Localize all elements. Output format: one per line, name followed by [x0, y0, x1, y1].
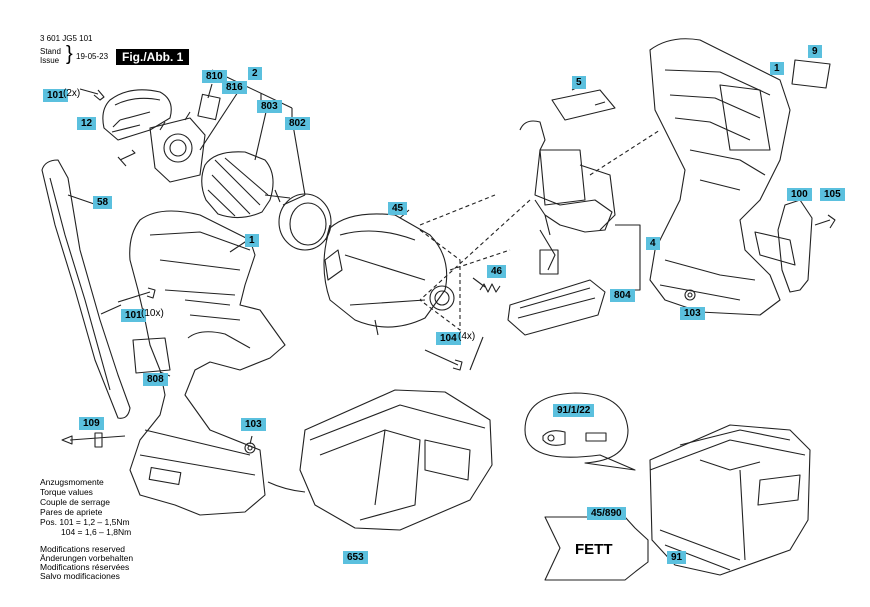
housing-right-1 [649, 38, 791, 316]
callout-653: 653 [343, 551, 368, 564]
callout-5: 5 [572, 76, 586, 89]
callout-808: 808 [143, 373, 168, 386]
mod-note-2: Änderungen vorbehalten [40, 553, 134, 563]
issue-date: 19-05-23 [76, 52, 109, 61]
label-9 [791, 59, 831, 89]
ring-802 [278, 193, 332, 251]
callout-91: 91 [667, 551, 687, 564]
callout-91-1-22: 91/1/22 [553, 404, 595, 417]
callout-2: 2 [248, 67, 262, 80]
belt-clip-100 [777, 199, 813, 293]
callout-4: 4 [646, 237, 660, 250]
callout-100: 100 [787, 188, 812, 201]
torque-note-3: Couple de serrage [40, 497, 110, 507]
torque-note-1: Anzugsmomente [40, 477, 104, 487]
callout-58: 58 [93, 196, 113, 209]
mod-note-1: Modifications reserved [40, 544, 126, 554]
torque-note-4: Pares de apriete [40, 507, 103, 517]
rotor-803 [201, 151, 274, 219]
callout-104-qty: (4x) [458, 331, 476, 342]
screw-105 [814, 214, 836, 229]
battery-91 [649, 424, 811, 576]
callout-802: 802 [285, 117, 310, 130]
callout-101-lower: 101 [121, 309, 146, 322]
housing-left-1 [129, 210, 286, 516]
screw-101-lower [117, 287, 156, 303]
cover-12 [102, 89, 172, 141]
brace: } [66, 43, 73, 65]
callout-803: 803 [257, 100, 282, 113]
leader-803 [254, 111, 267, 161]
bit-109 [61, 432, 126, 448]
screw-104 [424, 349, 463, 371]
torque-note-pos-104: 104 = 1,6 – 1,8Nm [61, 527, 132, 537]
callout-46: 46 [487, 265, 507, 278]
figure-label: Fig./Abb. 1 [116, 49, 190, 65]
callout-103-right: 103 [680, 307, 705, 320]
screw-101-top [79, 88, 105, 101]
callout-804: 804 [610, 289, 635, 302]
grease-tube [544, 516, 649, 581]
callout-101-lower-qty: (10x) [141, 308, 164, 319]
callout-1-right: 1 [770, 62, 784, 75]
callout-103-left: 103 [241, 418, 266, 431]
torque-note-pos-101: Pos. 101 = 1,2 – 1,5Nm [40, 517, 130, 527]
torque-note-2: Torque values [40, 487, 93, 497]
callout-45: 45 [388, 202, 408, 215]
switch-cover-5 [551, 89, 616, 121]
charger-653 [299, 389, 493, 531]
nut-103-right [684, 289, 696, 301]
speech-bubble [524, 392, 636, 471]
callout-1-left: 1 [245, 234, 259, 247]
nut-103-left [244, 442, 256, 454]
grease-label: FETT [575, 541, 613, 558]
spring-46 [479, 283, 501, 293]
callout-816: 816 [222, 81, 247, 94]
issue-label: Issue [40, 56, 60, 65]
callout-105: 105 [820, 188, 845, 201]
pad-808 [132, 337, 171, 374]
leader-802 [292, 124, 306, 196]
pcb-804 [507, 279, 606, 336]
switch-unit [519, 120, 613, 233]
leader-816 [199, 91, 239, 151]
callout-104: 104 [436, 332, 461, 345]
callout-101-top: 101 [43, 89, 68, 102]
callout-101-top-qty: (2x) [63, 88, 81, 99]
gear-housing-45 [323, 213, 448, 328]
strap-58 [41, 159, 131, 419]
callout-810: 810 [202, 70, 227, 83]
grease-pad-810 [197, 93, 221, 121]
mod-note-3: Modifications réservées [40, 562, 130, 572]
callout-9: 9 [808, 45, 822, 58]
doc-number: 3 601 JG5 101 [40, 34, 93, 43]
mod-note-4: Salvo modificaciones [40, 571, 120, 581]
callout-45-890: 45/890 [587, 507, 626, 520]
callout-12: 12 [77, 117, 97, 130]
stand-label: Stand [40, 47, 61, 56]
brush-holder [149, 117, 206, 183]
callout-109: 109 [79, 417, 104, 430]
